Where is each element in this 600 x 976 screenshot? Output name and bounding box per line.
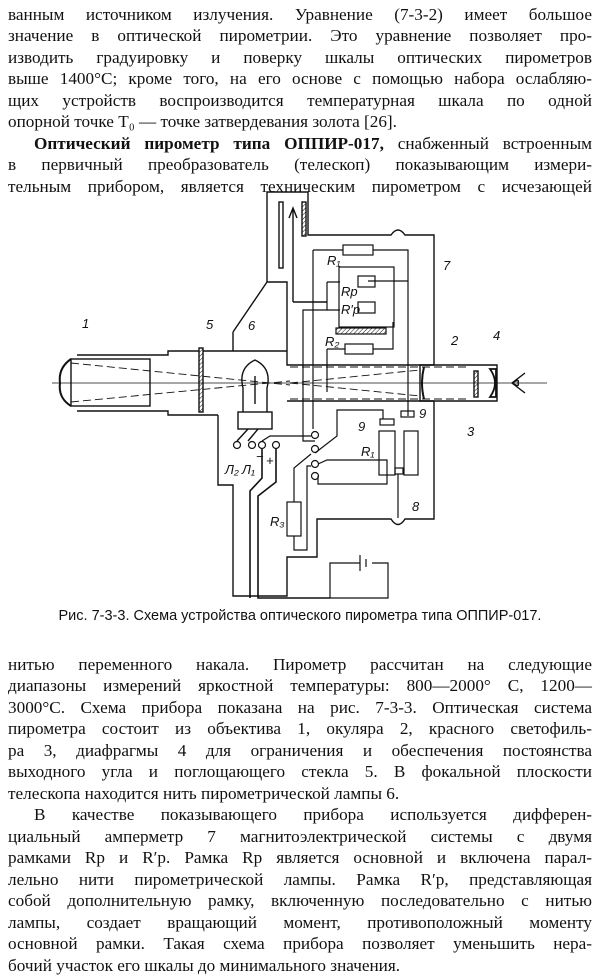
figure-caption: Рис. 7-3-3. Схема устройства оптического… [58,608,542,624]
text-line: рамками Rp и R′p. Рамка Rp является осно… [8,848,592,867]
text-line: ра 3, диафрагмы 4 для ограничения и обес… [8,741,592,760]
label-9-right: 9 [419,406,426,421]
label-r1-top: R₁ [327,253,341,268]
battery [329,555,389,599]
text-line: опорной точке T₀ — точке затвердевания з… [8,112,397,131]
cable [249,449,330,599]
eye-icon [510,372,526,394]
label-2: 2 [450,333,459,348]
label-r1-lower: R₁ [361,444,375,459]
label-1: 1 [82,316,89,331]
resistor-r3 [286,501,302,537]
text-line: телескопа находится нить пирометрической… [8,784,400,803]
text-line: Оптический пирометр типа ОППИР-017, снаб… [34,133,592,154]
resistor-r2 [344,343,374,355]
scale-window [278,201,284,269]
text-line: значение в оптической пирометрии. Это ур… [8,26,592,45]
text-line: изводить градуировку и поверку шкалы опт… [8,48,592,67]
housing [203,191,435,597]
text-line: тельным прибором, является техническим п… [8,177,592,196]
text-line: щих устройств воспроизводится температур… [8,91,592,110]
text-line: выше 1400°С; кроме того, на его основе с… [8,69,592,88]
label-rp-prime: R′p [341,302,360,317]
text-line: ванным источником излучения. Уравнение (… [8,5,592,24]
circuit-wiring [232,244,419,599]
text-line: циальный амперметр 7 магнитоэлектрическо… [8,827,592,846]
slider-8 [394,467,404,475]
light-rays [70,362,470,403]
absorbing-glass [198,347,204,413]
text-fragment: снабженный встроенным [397,134,592,153]
resistor-r1-top [342,244,374,256]
text-line: выходного угла и поглощающего стекла 5. … [8,762,592,781]
text-line: диапазоны измерений яркостной температур… [8,676,592,695]
text-line: 3000°С. Схема прибора показана на рис. 7… [8,698,592,717]
text-line: нитью переменного накала. Пирометр рассч… [8,655,592,674]
label-minus: − [256,449,264,464]
text-line: основной рамки. Такая схема прибора позв… [8,934,592,953]
text-line: бочий участок его шкалы до минимального … [8,956,401,975]
pyrometric-lamp [236,359,273,442]
text-line: собой дополнительную рамку, включенную п… [8,891,592,910]
label-r3: R₃ [270,514,285,529]
label-7: 7 [443,258,451,273]
bold-lead: Оптический пирометр типа ОППИР-017, [34,134,384,153]
text-line: в первичный преобразователь (телескоп) п… [8,155,592,174]
text-line: В качестве показывающего прибора использ… [34,805,592,824]
ammeter-7 [338,266,395,328]
label-r2: R₂ [325,334,339,349]
label-9-left: 9 [358,419,365,434]
eyepiece-tube [419,364,526,402]
pointer-arrow [288,206,298,302]
label-3: 3 [467,424,475,439]
red-filter [473,370,479,398]
label-rp: Rp [341,284,358,299]
label-6: 6 [248,318,256,333]
label-5: 5 [206,317,214,332]
label-l2: Л₂ [224,462,239,477]
objective-tube [58,350,218,416]
label-8: 8 [412,499,420,514]
text-line: пирометра состоит из объектива 1, окуляр… [8,719,592,738]
text-line: лампы, создает вращающий момент, противо… [8,913,592,932]
label-l1: Л₁ [241,462,255,477]
pyrometer-schematic: 1 5 6 R₁ 7 Rp R′p R₂ 2 4 3 9 9 R₁ 8 Л₂ Л… [52,191,547,599]
label-4: 4 [493,328,500,343]
label-plus: + [266,453,274,468]
text-line: лельно нити пирометрической лампы. Рамка… [8,870,592,889]
